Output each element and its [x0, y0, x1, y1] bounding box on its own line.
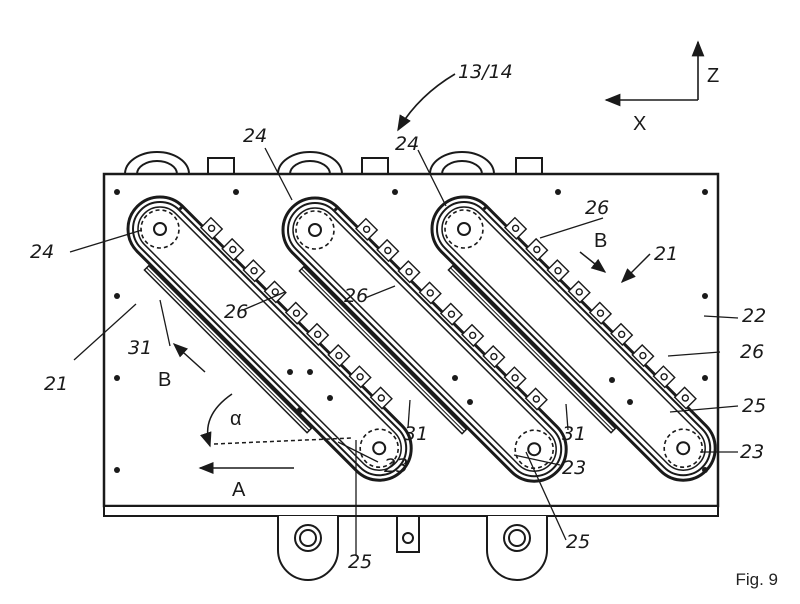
ref-26-c: 26 [585, 197, 609, 219]
figure-label: Fig. 9 [735, 570, 778, 589]
ref-22: 22 [742, 305, 766, 327]
ref-21-left: 21 [44, 373, 68, 395]
ref-24-a: 24 [243, 125, 267, 147]
reference-numerals: 24 24 24 21 31 26 26 26 21 22 26 25 23 3… [30, 125, 766, 573]
ref-31-b: 31 [404, 423, 428, 445]
ref-25-b: 25 [348, 551, 372, 573]
axis-indicator [604, 40, 705, 107]
ref-21-right: 21 [654, 243, 678, 265]
assembly-label: 13/14 [458, 61, 513, 83]
ref-26-a: 26 [224, 301, 248, 323]
angle-label: α [230, 408, 242, 430]
direction-arrows [172, 251, 651, 474]
ref-31-c: 31 [562, 423, 586, 445]
direction-label-a: A [232, 479, 246, 501]
top-drive-wheels [123, 151, 543, 175]
ref-24-left: 24 [30, 241, 54, 263]
ref-23-a: 23 [740, 441, 764, 463]
ref-23-c: 23 [562, 457, 586, 479]
ref-23-b: 23 [384, 455, 408, 477]
plate-bottom-edge [103, 505, 719, 517]
direction-label-b-left: B [158, 369, 171, 391]
ref-31-a: 31 [128, 337, 152, 359]
ref-25-c: 25 [566, 531, 590, 553]
assembly-leader [397, 73, 456, 132]
bottom-brackets [277, 515, 548, 581]
ref-24-b: 24 [395, 133, 419, 155]
ref-25-a: 25 [742, 395, 766, 417]
leader-lines [69, 147, 739, 556]
axis-z-label: Z [707, 65, 719, 87]
direction-label-b-right: B [594, 230, 607, 252]
ref-26-b: 26 [344, 285, 368, 307]
axis-x-label: X [633, 113, 646, 135]
ref-26-d: 26 [740, 341, 764, 363]
